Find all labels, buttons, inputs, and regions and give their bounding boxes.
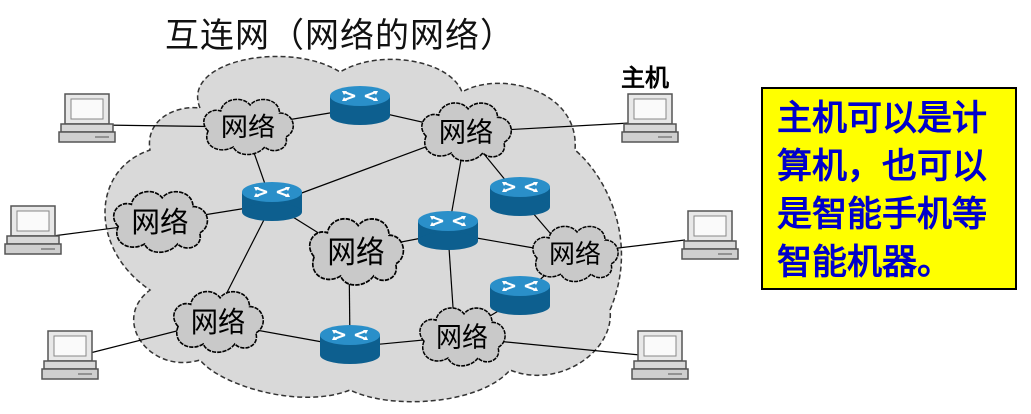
computer-icon [4, 205, 62, 255]
note-box: 主机可以是计 算机，也可以 是智能手机等 智能机器。 [761, 87, 1017, 290]
router-icon [241, 181, 303, 222]
router-icon [319, 324, 381, 365]
note-line-1: 主机可以是计 [777, 99, 988, 139]
network-node-3: 网络 [112, 190, 209, 254]
network-node-2: 网络 [421, 102, 513, 162]
network-node-6: 网络 [172, 290, 265, 354]
host-label: 主机 [621, 64, 669, 92]
network-label: 网络 [221, 113, 276, 143]
router-icon [417, 210, 479, 251]
network-node-1: 网络 [203, 98, 295, 156]
network-node-4: 网络 [308, 217, 405, 286]
network-node-5: 网络 [532, 225, 619, 283]
note-line-3: 是智能手机等 [777, 195, 988, 235]
computer-icon [41, 330, 99, 380]
router-icon [329, 85, 391, 126]
computer-icon [58, 93, 116, 143]
network-label: 网络 [436, 322, 488, 354]
router-icon [489, 275, 551, 316]
network-label: 网络 [191, 305, 246, 339]
computer-icon [681, 210, 739, 260]
network-label: 网络 [327, 235, 384, 271]
computer-icon [621, 93, 679, 143]
computer-icon [631, 330, 689, 380]
network-node-7: 网络 [419, 307, 506, 367]
network-label: 网络 [131, 205, 188, 239]
note-line-4: 智能机器。 [777, 243, 953, 283]
router-icon [489, 176, 551, 217]
diagram-title: 互连网（网络的网络） [165, 16, 515, 56]
network-label: 网络 [439, 117, 494, 148]
note-line-2: 算机，也可以 [777, 147, 988, 187]
network-label: 网络 [549, 240, 601, 270]
